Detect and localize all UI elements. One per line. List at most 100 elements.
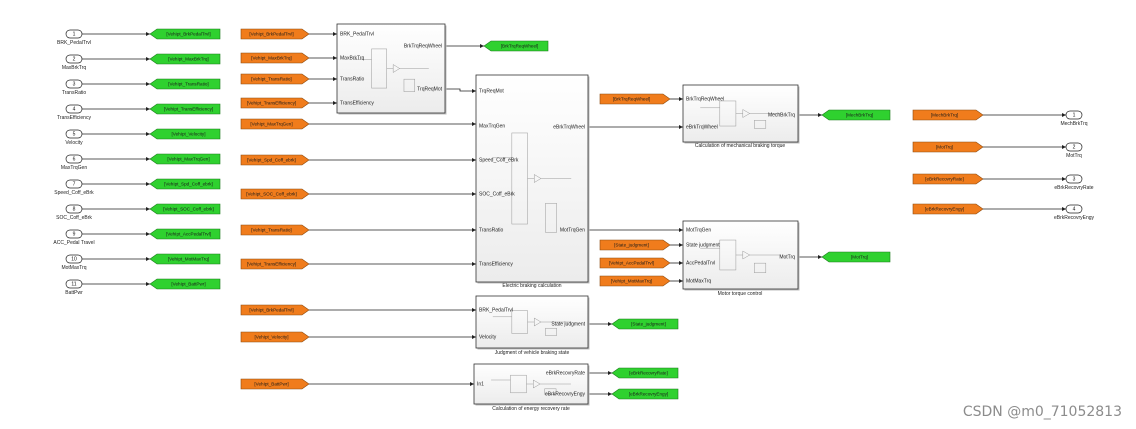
- from-tag-motor-2-shape: [599, 257, 671, 269]
- from-tag-outport-4[interactable]: [eBrkRecovryEngy]: [912, 203, 984, 215]
- goto-tag-2[interactable]: [VehIpt_MaxBrkTrq]: [149, 53, 221, 65]
- from-tag-10-shape: [240, 304, 310, 316]
- goto-tag-8[interactable]: [VehIpt_SOC_Coff_ebrk]: [149, 203, 221, 215]
- inport-6[interactable]: 6: [65, 154, 83, 164]
- inport-name-10: MotMaxTrq: [61, 265, 86, 271]
- from-tag-5[interactable]: [VehIpt_MaxTrqGen]: [240, 118, 310, 130]
- inport-4-number: 4: [73, 107, 76, 113]
- outport-name-4: eBrkRecovryEngy: [1054, 215, 1095, 221]
- block-electric-braking-in-5: TransRatio: [479, 228, 503, 234]
- outport-1[interactable]: 1: [1065, 110, 1083, 120]
- from-tag-motor-2[interactable]: [VehIpt_AccPedalTrvl]: [599, 257, 671, 269]
- inport-2-shape: [65, 54, 83, 64]
- from-tag-6-label: [VehIpt_Spd_Coff_ebrk]: [247, 158, 296, 163]
- goto-tag-7[interactable]: [VehIpt_Spd_Coff_ebrk]: [149, 178, 221, 190]
- goto-tag-state-judgment[interactable]: [State_judgment]: [611, 318, 679, 330]
- block-braking-judgment-in-1: BRK_PedalTrvl: [479, 308, 513, 314]
- goto-tag-7-label: [VehIpt_Spd_Coff_ebrk]: [164, 182, 213, 187]
- goto-tag-2-shape: [149, 53, 221, 65]
- block-brake-request-in-2: MaxBrkTrq: [340, 56, 364, 62]
- inport-1[interactable]: 1: [65, 29, 83, 39]
- goto-tag-11-label: [VehIpt_BattPwr]: [171, 282, 205, 287]
- from-tag-4[interactable]: [VehIpt_TransEfficiency]: [240, 97, 310, 109]
- from-tag-outport-3[interactable]: [eBrkRecovryRate]: [912, 173, 984, 185]
- from-tag-3[interactable]: [VehIpt_TransRatio]: [240, 73, 310, 85]
- block-energy-recovery-caption: Calculation of energy recovery rate: [492, 406, 570, 412]
- goto-tag-ebrkrecovryrate[interactable]: [eBrkRecovryRate]: [611, 367, 679, 379]
- block-motor-torque-in-2: State judgment: [686, 243, 720, 249]
- from-tag-outport-4-label: [eBrkRecovryEngy]: [925, 207, 964, 212]
- outport-4[interactable]: 4: [1065, 204, 1083, 214]
- inport-9[interactable]: 9: [65, 229, 83, 239]
- block-energy-recovery[interactable]: [473, 363, 590, 406]
- block-mechanical-braking[interactable]: [682, 84, 800, 144]
- from-tag-outport-2[interactable]: [MotTrq]: [912, 141, 984, 153]
- from-tag-9-shape: [240, 258, 310, 270]
- inport-4[interactable]: 4: [65, 104, 83, 114]
- outport-1-shape: [1065, 110, 1083, 120]
- from-tag-motor-3[interactable]: [VehIpt_MotMaxTrq]: [599, 275, 671, 287]
- goto-tag-10-shape: [149, 253, 221, 265]
- outport-2[interactable]: 2: [1065, 142, 1083, 152]
- goto-tag-brktrqreqwheel-label: [BrkTrqReqWheel]: [501, 44, 539, 49]
- from-tag-brktrqreqwheel[interactable]: [BrkTrqReqWheel]: [599, 93, 671, 105]
- from-tag-12[interactable]: [VehIpt_BattPwr]: [240, 378, 310, 390]
- from-tag-11-label: [VehIpt_Velocity]: [255, 335, 289, 340]
- block-braking-judgment[interactable]: [475, 295, 590, 350]
- inport-10[interactable]: 10: [65, 254, 83, 264]
- inport-5-number: 5: [73, 132, 76, 138]
- from-tag-11[interactable]: [VehIpt_Velocity]: [240, 331, 310, 343]
- goto-tag-4[interactable]: [VehIpt_TransEfficiency]: [149, 103, 221, 115]
- block-brake-request[interactable]: [336, 23, 447, 115]
- goto-tag-10[interactable]: [VehIpt_MotMaxTrq]: [149, 253, 221, 265]
- from-tag-8[interactable]: [VehIpt_TransRatio]: [240, 224, 310, 236]
- inport-7[interactable]: 7: [65, 179, 83, 189]
- from-tag-7[interactable]: [VehIpt_SOC_Coff_ebrk]: [240, 188, 310, 200]
- outport-3[interactable]: 3: [1065, 174, 1083, 184]
- goto-tag-5[interactable]: [VehIpt_Velocity]: [149, 128, 221, 140]
- block-mechanical-braking-caption: Calculation of mechanical braking torque: [695, 143, 786, 149]
- inport-3[interactable]: 3: [65, 79, 83, 89]
- from-tag-outport-1[interactable]: [MechBrkTrq]: [912, 109, 984, 121]
- goto-tag-3[interactable]: [VehIpt_TransRatio]: [149, 78, 221, 90]
- goto-tag-9[interactable]: [VehIpt_AccPedalTrvl]: [149, 228, 221, 240]
- inport-name-3: TransRatio: [62, 90, 86, 96]
- from-tag-12-label: [VehIpt_BattPwr]: [254, 382, 288, 387]
- block-electric-braking[interactable]: [475, 74, 590, 284]
- goto-tag-8-label: [VehIpt_SOC_Coff_ebrk]: [163, 207, 213, 212]
- from-tag-8-shape: [240, 224, 310, 236]
- inport-9-shape: [65, 229, 83, 239]
- goto-tag-11[interactable]: [VehIpt_BattPwr]: [149, 278, 221, 290]
- from-tag-1[interactable]: [VehIpt_BrkPedalTrvl]: [240, 28, 310, 40]
- goto-tag-6[interactable]: [VehIpt_MaxTrqGen]: [149, 153, 221, 165]
- goto-tag-mechbrktrq[interactable]: [MechBrkTrq]: [821, 109, 891, 121]
- from-tag-9-label: [VehIpt_TransEfficiency]: [247, 262, 296, 267]
- from-tag-10[interactable]: [VehIpt_BrkPedalTrvl]: [240, 304, 310, 316]
- goto-tag-6-label: [VehIpt_MaxTrqGen]: [167, 157, 209, 162]
- from-tag-outport-2-shape: [912, 141, 984, 153]
- goto-tag-ebrkrecovryengy[interactable]: [eBrkRecovryEngy]: [611, 388, 679, 400]
- from-tag-motor-1[interactable]: [State_judgment]: [599, 239, 671, 251]
- goto-tag-brktrqreqwheel[interactable]: [BrkTrqReqWheel]: [483, 40, 549, 52]
- block-motor-torque[interactable]: [682, 220, 800, 291]
- from-tag-3-shape: [240, 73, 310, 85]
- inport-name-4: TransEfficiency: [57, 115, 91, 121]
- goto-tag-7-shape: [149, 178, 221, 190]
- inport-2[interactable]: 2: [65, 54, 83, 64]
- goto-tag-1[interactable]: [VehIpt_BrkPedalTrvl]: [149, 28, 221, 40]
- block-braking-judgment-in-2: Velocity: [479, 335, 497, 341]
- from-tag-10-label: [VehIpt_BrkPedalTrvl]: [249, 308, 293, 313]
- from-tag-6[interactable]: [VehIpt_Spd_Coff_ebrk]: [240, 154, 310, 166]
- inport-5[interactable]: 5: [65, 129, 83, 139]
- inport-8[interactable]: 8: [65, 204, 83, 214]
- goto-tag-5-label: [VehIpt_Velocity]: [172, 132, 206, 137]
- goto-tag-9-label: [VehIpt_AccPedalTrvl]: [166, 232, 211, 237]
- block-motor-torque-in-3: AccPedalTrvl: [686, 261, 715, 267]
- block-brake-request-in-4: TransEfficiency: [340, 101, 374, 107]
- from-tag-2[interactable]: [VehIpt_MaxBrkTrq]: [240, 52, 310, 64]
- inport-1-shape: [65, 29, 83, 39]
- goto-tag-mottrq[interactable]: [MotTrq]: [821, 251, 891, 263]
- inport-11[interactable]: 11: [65, 279, 83, 289]
- from-tag-9[interactable]: [VehIpt_TransEfficiency]: [240, 258, 310, 270]
- from-tag-motor-2-label: [VehIpt_AccPedalTrvl]: [609, 261, 654, 266]
